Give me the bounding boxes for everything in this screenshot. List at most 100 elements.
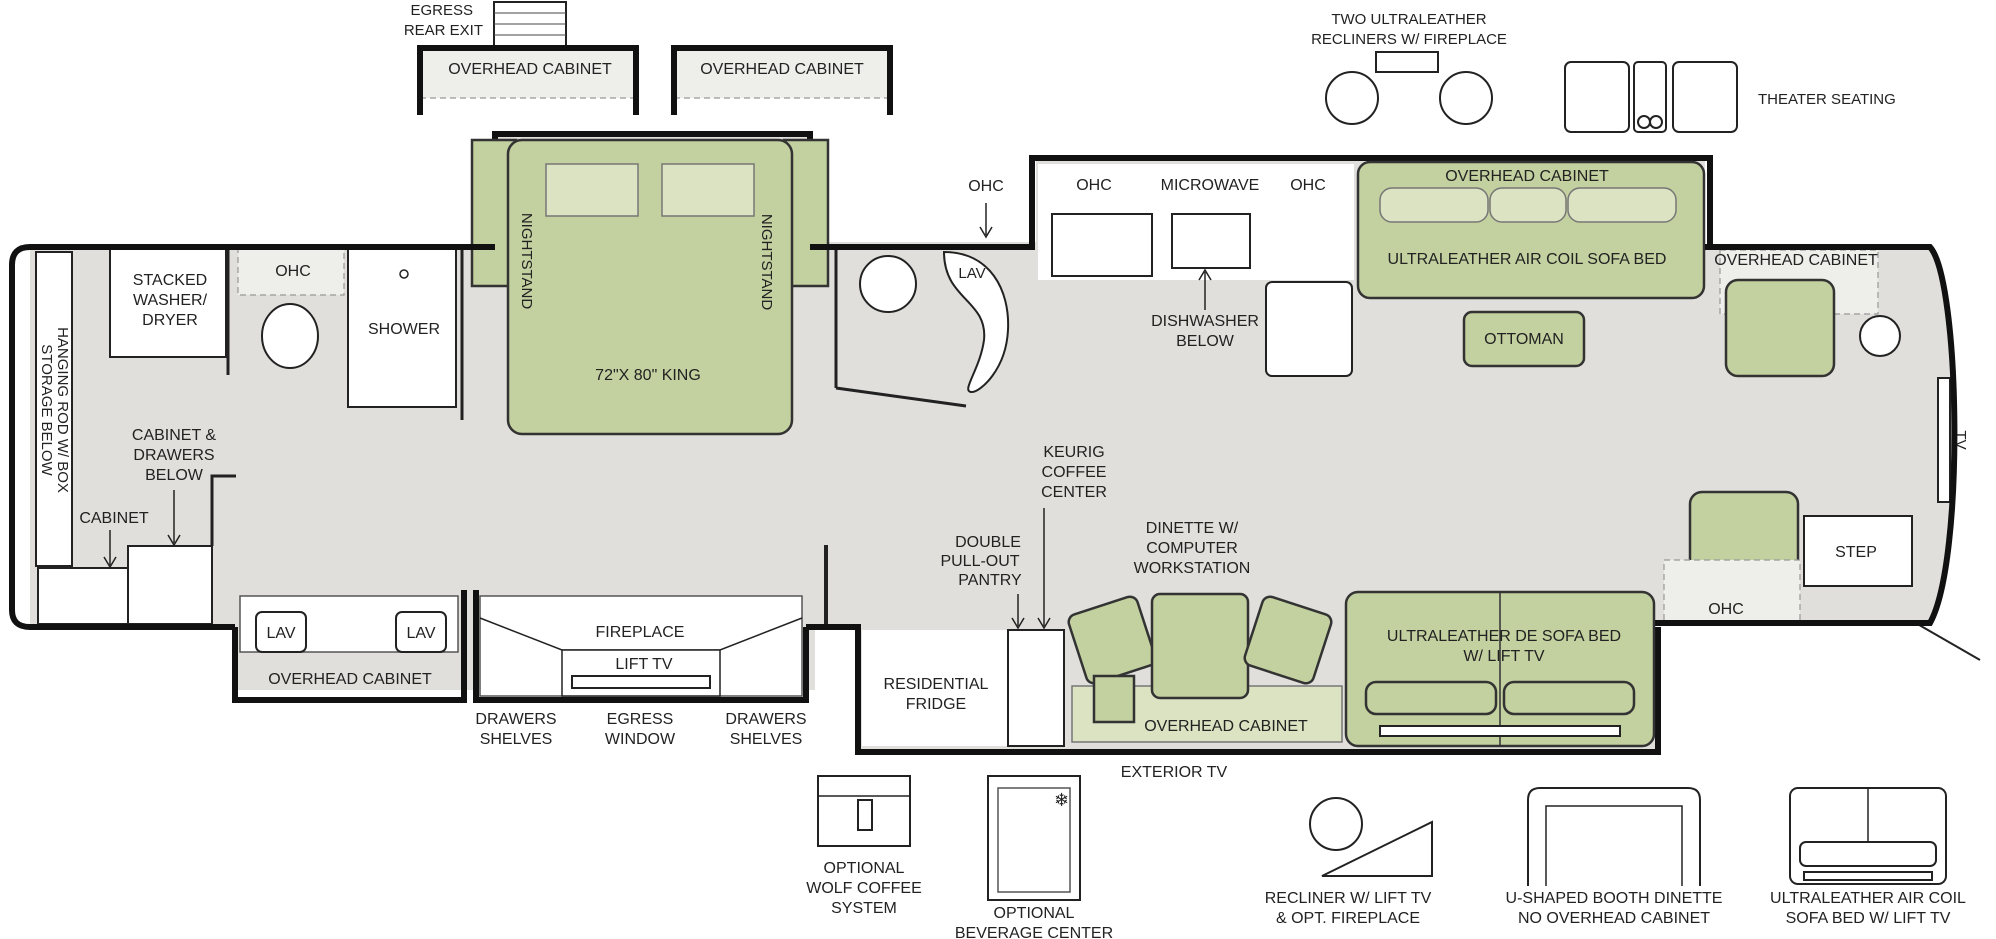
- shower-label: SHOWER: [368, 321, 440, 338]
- beverage-center-label-1: OPTIONAL: [994, 905, 1075, 922]
- living-bottom-slide: RESIDENTIAL FRIDGE DOUBLE PULL-OUT PANTR…: [806, 444, 1661, 781]
- pantry-label-1: DOUBLE: [955, 534, 1021, 551]
- front-tv: [1937, 377, 1951, 503]
- closet: [35, 251, 73, 567]
- u-booth-icon: [1527, 787, 1701, 886]
- air-coil-sofa-label-2: SOFA BED W/ LIFT TV: [1786, 910, 1951, 927]
- dinette-label-3: WORKSTATION: [1134, 560, 1251, 577]
- king-bed-label: 72"X 80" KING: [595, 367, 701, 384]
- fridge-label-2: FRIDGE: [906, 696, 966, 713]
- front-overhead-cabinet-label: OVERHEAD CABINET: [1714, 252, 1878, 269]
- washer-label-3: DRYER: [142, 312, 198, 329]
- cabinet-drawers-label-3: BELOW: [145, 467, 204, 484]
- recliners-option: TWO ULTRALEATHER RECLINERS W/ FIREPLACE: [1311, 11, 1507, 125]
- nightstand-label-right: NIGHTSTAND: [758, 214, 775, 311]
- lav-sink-right: [395, 611, 447, 653]
- ottoman: [1462, 310, 1586, 368]
- recliner-lift-tv-label-1: RECLINER W/ LIFT TV: [1265, 890, 1432, 907]
- egress-rear-exit-label-2: REAR EXIT: [404, 22, 483, 39]
- steering-wheel-icon: [1859, 315, 1901, 357]
- theater-seat-icon-right: [1672, 61, 1738, 133]
- toilet-icon-mid: [859, 255, 917, 313]
- rear-ohc: [237, 248, 345, 296]
- rear-overhead-cabinet-label-2: OVERHEAD CABINET: [700, 61, 864, 78]
- step: [1803, 515, 1913, 587]
- wolf-coffee-label-1: OPTIONAL: [824, 860, 905, 877]
- keurig-label-1: KEURIG: [1043, 444, 1104, 461]
- dinette-label-2: COMPUTER: [1146, 540, 1238, 557]
- washer-label-1: STACKED: [133, 272, 207, 289]
- galley-slide: OHC MICROWAVE OHC DISHWASHER BELOW OVERH…: [810, 155, 1713, 377]
- de-sofa-bed-label-1: ULTRALEATHER DE SOFA BED: [1387, 628, 1621, 645]
- lift-tv-label: LIFT TV: [615, 656, 673, 673]
- washer-label-2: WASHER/: [133, 292, 208, 309]
- air-coil-sofa-label-1: ULTRALEATHER AIR COIL: [1770, 890, 1966, 907]
- pantry-label-3: PANTRY: [958, 572, 1022, 589]
- nightstand-label-left: NIGHTSTAND: [518, 213, 535, 310]
- front-ohc-bottom: [1663, 559, 1801, 625]
- rear-overhead-option: EGRESS REAR EXIT OVERHEAD CABINET OVERHE…: [404, 1, 893, 115]
- hanging-rod-label-2: STORAGE BELOW: [38, 344, 55, 476]
- hanging-rod-label-1: HANGING ROD W/ BOX: [54, 327, 71, 493]
- dishwasher-label-2: BELOW: [1176, 333, 1235, 350]
- drawers-shelves-right-label-2: SHELVES: [730, 731, 803, 748]
- bottom-options: OPTIONAL WOLF COFFEE SYSTEM ❄ OPTIONAL B…: [806, 775, 1966, 939]
- pillow-left: [545, 163, 639, 217]
- counter-extension: [1265, 281, 1353, 377]
- dinette-table: [1150, 592, 1250, 700]
- sofa-lift-tv: [1379, 725, 1621, 737]
- pantry-label-2: PULL-OUT: [940, 553, 1019, 570]
- recliner-icon-right: [1439, 71, 1493, 125]
- main-walls: [9, 244, 1958, 630]
- dishwasher-label-1: DISHWASHER: [1151, 313, 1259, 330]
- front-ohc-bottom-label: OHC: [1708, 601, 1744, 618]
- step-label: STEP: [1835, 544, 1877, 561]
- beverage-center-label-2: BEVERAGE CENTER: [955, 925, 1113, 939]
- drawers-shelves-right-label-1: DRAWERS: [725, 711, 806, 728]
- dinette-chair-right: [1243, 595, 1333, 685]
- cabinet-drawers: [127, 545, 213, 625]
- lav-label-right: LAV: [406, 625, 435, 642]
- theater-seat-icon-left: [1564, 61, 1630, 133]
- kitchen-sink: [1051, 213, 1153, 277]
- bedroom-slide: 72"X 80" KING NIGHTSTAND NIGHTSTAND: [470, 131, 830, 436]
- fireplace-label: FIREPLACE: [596, 624, 685, 641]
- two-recliners-label-1: TWO ULTRALEATHER: [1331, 11, 1486, 28]
- rear-rooms: HANGING ROD W/ BOX STORAGE BELOW STACKED…: [35, 248, 464, 625]
- ohc-label-mid: OHC: [968, 178, 1004, 195]
- recliner-lift-tv-label-2: & OPT. FIREPLACE: [1276, 910, 1420, 927]
- egress-rear-exit-label-1: EGRESS: [410, 2, 473, 19]
- bedroom-bottom-slide: LAV LAV OVERHEAD CABINET FIREPLACE LIFT …: [232, 545, 828, 748]
- top-overhead-cabinet-label: OVERHEAD CABINET: [1445, 168, 1609, 185]
- rear-overhead-cabinet-label-1: OVERHEAD CABINET: [448, 61, 612, 78]
- keurig-label-2: COFFEE: [1042, 464, 1107, 481]
- cabinet-label: CABINET: [79, 510, 149, 527]
- ottoman-label: OTTOMAN: [1484, 331, 1564, 348]
- lav-label-left: LAV: [266, 625, 295, 642]
- dinette-label-1: DINETTE W/: [1146, 520, 1239, 537]
- cabinet-rear: [37, 567, 129, 625]
- egress-window-label-1: EGRESS: [607, 711, 674, 728]
- two-recliners-label-2: RECLINERS W/ FIREPLACE: [1311, 31, 1507, 48]
- recliner-lift-tv-icon: [1309, 797, 1363, 851]
- shower: [347, 248, 457, 408]
- toilet-icon-rear: [261, 303, 319, 369]
- pillow-right: [661, 163, 755, 217]
- theater-seating-option: THEATER SEATING: [1564, 61, 1896, 133]
- cooktop: [1171, 213, 1251, 269]
- beverage-center-icon: [987, 775, 1081, 901]
- lav-sink-left: [255, 611, 307, 653]
- de-sofa-bed-label-2: W/ LIFT TV: [1463, 648, 1545, 665]
- lav-label-mid: LAV: [958, 265, 985, 282]
- exterior-tv-label: EXTERIOR TV: [1121, 764, 1228, 781]
- washer-dryer: [109, 248, 227, 358]
- dinette-overhead-cabinet-label: OVERHEAD CABINET: [1144, 718, 1308, 735]
- keurig-label-3: CENTER: [1041, 484, 1107, 501]
- drawers-shelves-left-label-2: SHELVES: [480, 731, 553, 748]
- egress-window-label-2: WINDOW: [605, 731, 676, 748]
- rear-ohc-label: OHC: [275, 263, 311, 280]
- cabinet-drawers-label-1: CABINET &: [132, 427, 217, 444]
- front-cab: OVERHEAD CABINET OHC STEP TV: [1663, 249, 1981, 661]
- u-booth-label-1: U-SHAPED BOOTH DINETTE: [1506, 890, 1723, 907]
